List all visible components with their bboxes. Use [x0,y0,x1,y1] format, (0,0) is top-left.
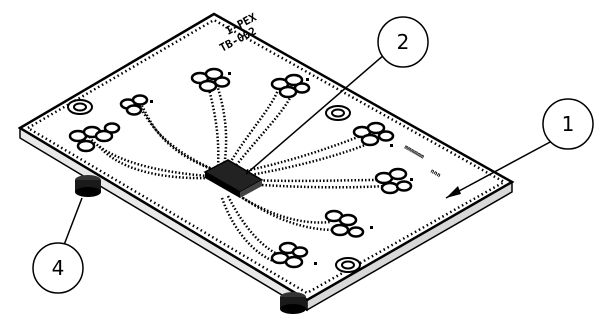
coax-connector-8 [270,241,309,269]
callout-4: 4 [32,242,84,294]
standoff-bottom [280,292,306,314]
coax-connector-4 [68,122,121,153]
coax-connectors [68,67,413,269]
callout-4-label: 4 [52,256,65,280]
coax-connector-7 [324,209,365,238]
callout-2-leader [245,53,386,175]
mounting-hole-right [325,105,351,121]
callout-1: 1 [542,98,594,150]
coax-connector-1 [119,94,149,116]
coax-connector-5 [352,121,395,147]
callout-2-label: 2 [397,30,410,54]
mounting-hole-left [67,99,93,115]
callout-1-leader [445,140,553,199]
standoff-left [75,175,101,197]
callout-4-leader [63,197,83,246]
coax-connector-2 [190,67,231,93]
coax-connector-6 [374,167,413,195]
central-connector [203,159,264,198]
pad-markers [150,72,413,265]
callout-1-label: 1 [562,112,575,136]
callout-1-arrowhead [446,186,461,198]
mounting-hole-bottom [335,257,361,273]
side-label-2: nnn [429,168,442,180]
coax-connector-3 [270,73,311,99]
callout-2: 2 [377,16,429,68]
